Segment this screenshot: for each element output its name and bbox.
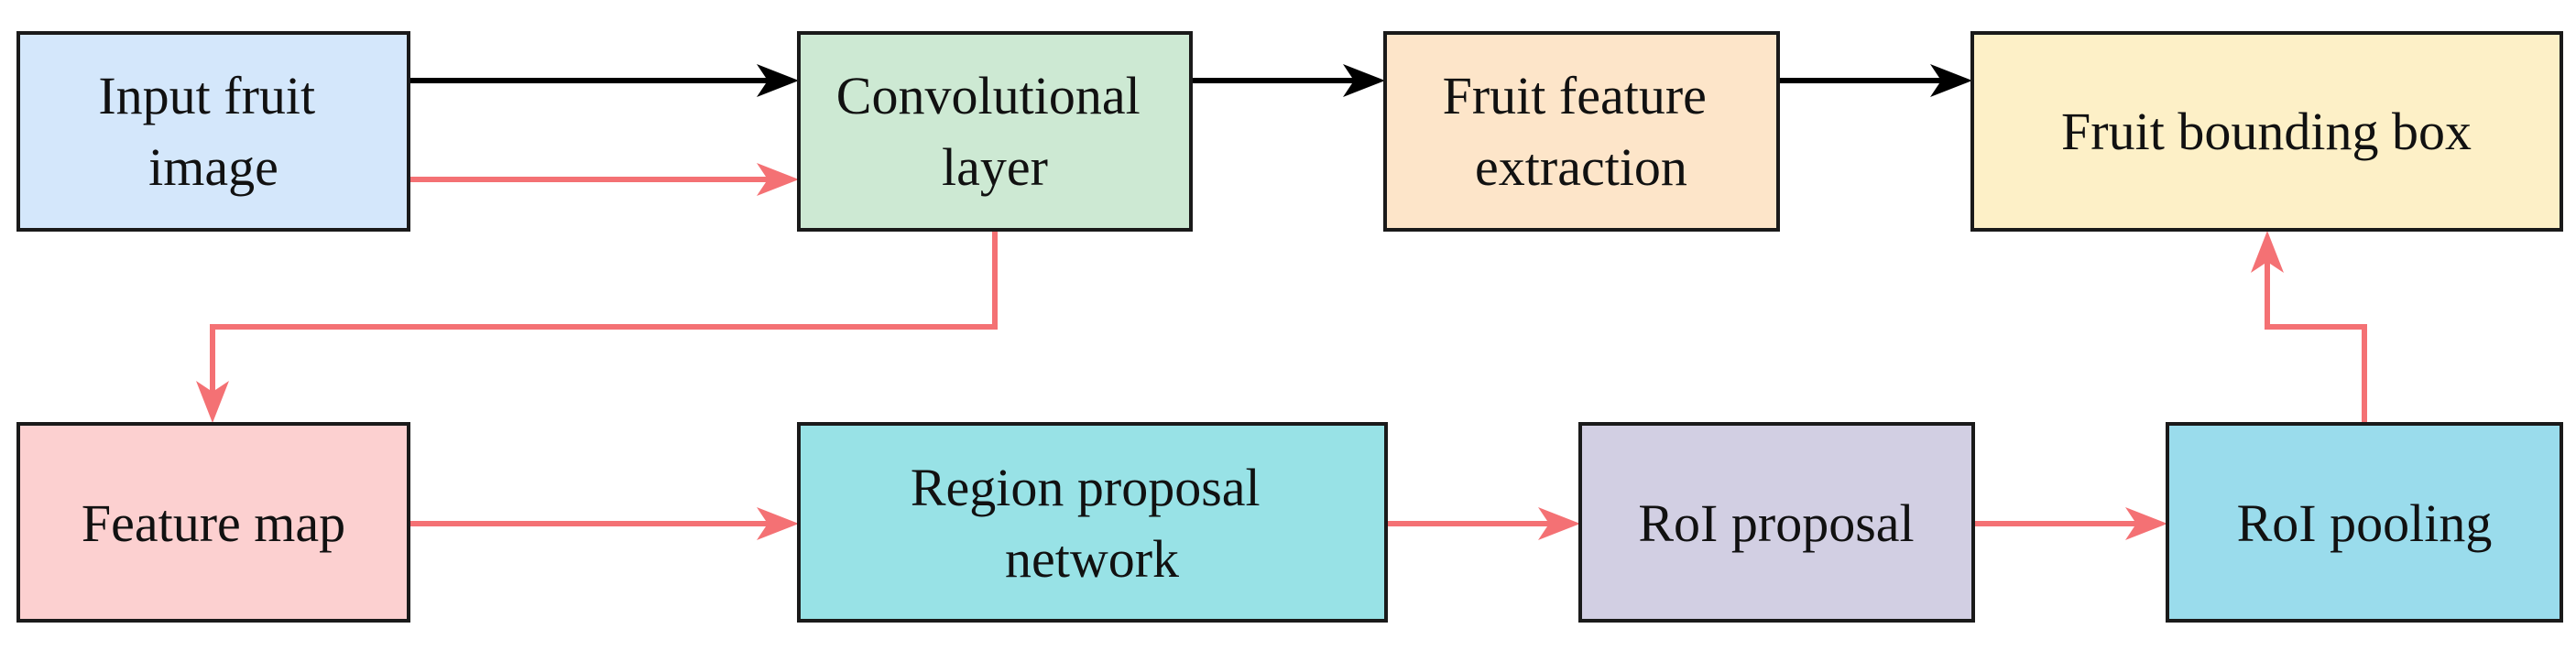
arrow-conv-to-feature-map [210,231,998,394]
bounding-box-line-1: Fruit bounding box [2061,102,2472,161]
svg-text:RoI pooling: RoI pooling [2237,493,2493,553]
feature-map-line-1: Feature map [82,493,345,553]
input-image-line-2: image [148,137,278,197]
arrowhead-extraction-to-bbox [1930,64,1972,97]
node-conv-layer: Convolutional layer [797,31,1193,232]
svg-text:Input fruit image: Input fruit image [98,66,328,197]
roi-proposal-line-1: RoI proposal [1638,493,1914,553]
node-bounding-box: Fruit bounding box [1970,31,2563,232]
conv-layer-line-2: layer [942,137,1048,197]
feature-extraction-line-2: extraction [1475,137,1687,197]
node-feature-map: Feature map [16,422,410,623]
svg-text:Convolutional layer: Convolutional layer [836,66,1153,197]
roi-pooling-line-1: RoI pooling [2237,493,2493,553]
arrowhead-input-to-conv-rpn [757,163,799,196]
node-roi-proposal: RoI proposal [1578,422,1975,623]
rpn-line-2: network [1005,529,1179,589]
arrow-pooling-to-bbox [2265,260,2367,423]
svg-text:Region proposal network: Region proposal network [911,458,1273,589]
svg-text:Fruit bounding box: Fruit bounding box [2061,102,2472,161]
feature-extraction-line-1: Fruit feature [1443,66,1707,125]
svg-text:RoI proposal: RoI proposal [1638,493,1914,553]
node-rpn: Region proposal network [797,422,1388,623]
arrowhead-input-to-conv [757,64,799,97]
node-input-image: Input fruit image [16,31,410,232]
input-image-line-1: Input fruit [98,66,315,125]
arrowhead-pooling-to-bbox [2251,231,2284,273]
rpn-line-1: Region proposal [911,458,1261,517]
arrowhead-roi-proposal-to-pooling [2125,507,2167,540]
svg-text:Feature map: Feature map [82,493,345,553]
svg-text:Fruit feature extraction: Fruit feature extraction [1443,66,1720,197]
node-feature-extraction: Fruit feature extraction [1383,31,1780,232]
arrowhead-rpn-to-roi-proposal [1538,507,1580,540]
node-roi-pooling: RoI pooling [2166,422,2563,623]
conv-layer-line-1: Convolutional [836,66,1141,125]
connectors [196,64,2367,540]
arrowhead-feature-map-to-rpn [757,507,799,540]
arrowhead-conv-to-extraction [1343,64,1385,97]
arrowhead-conv-to-feature-map [196,381,229,423]
